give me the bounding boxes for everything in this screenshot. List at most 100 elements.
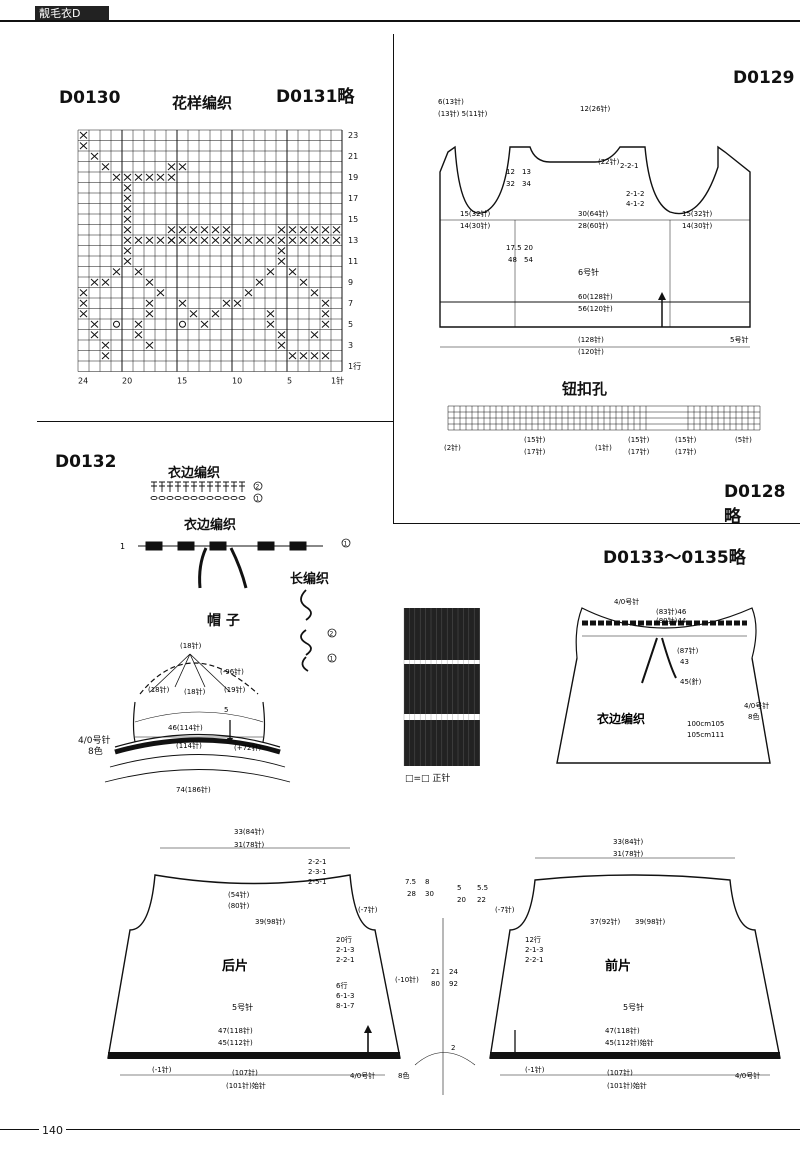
d0128-note: D0128略 bbox=[724, 482, 786, 527]
x-mark bbox=[90, 331, 99, 339]
middle-measurements: 7.5 28 8 30 5 20 5.5 22 (-10针) 21 80 24 … bbox=[395, 878, 488, 1095]
x-mark bbox=[156, 289, 165, 297]
d0129-side-c: 20 bbox=[524, 244, 533, 252]
back-stitch-row: (54针) bbox=[228, 890, 250, 899]
mid-d: 30 bbox=[425, 890, 434, 898]
x-mark bbox=[266, 236, 275, 244]
yarn-over-mark bbox=[113, 320, 120, 328]
d0129-buttonhole-title: 钮扣孔 bbox=[562, 380, 608, 398]
d0129-front-left: 15(32针) bbox=[460, 209, 491, 218]
stitch-symbol bbox=[231, 481, 237, 492]
back-needle: 5号针 bbox=[232, 1002, 253, 1012]
x-mark bbox=[167, 236, 176, 244]
x-mark bbox=[211, 310, 220, 318]
mid-len-b: 80 bbox=[431, 980, 440, 988]
x-mark bbox=[189, 226, 198, 234]
front-top-b: 31(78针) bbox=[613, 849, 644, 858]
front-bottom: (107针) bbox=[607, 1068, 633, 1077]
x-mark bbox=[178, 299, 187, 307]
x-mark bbox=[299, 226, 308, 234]
x-mark bbox=[145, 310, 154, 318]
mid-a: 7.5 bbox=[405, 878, 416, 886]
chain-symbol bbox=[214, 495, 222, 501]
x-mark bbox=[134, 236, 143, 244]
front-panel-diagram: 33(84针) 31(78针) 37(92针) 39(98针) 12行 2-1-… bbox=[489, 837, 781, 1090]
d0129-shoulder-left-b: (13针) 5(11针) bbox=[438, 109, 488, 118]
x-mark bbox=[266, 320, 275, 328]
d0129-needle-body: 6号针 bbox=[578, 267, 599, 277]
hat-center: (18针) bbox=[184, 687, 206, 696]
d0129-neck: 12(26针) bbox=[580, 104, 611, 113]
row-label: 7 bbox=[348, 299, 353, 308]
x-mark bbox=[211, 226, 220, 234]
back-hem: 47(118针) bbox=[218, 1026, 253, 1035]
x-mark bbox=[244, 236, 253, 244]
d0129-dec-3: 4-1-2 bbox=[626, 200, 644, 208]
x-mark bbox=[200, 226, 209, 234]
d0129-bottom-b: (120针) bbox=[578, 347, 604, 356]
x-mark bbox=[134, 268, 143, 276]
mid-len-d: 92 bbox=[449, 980, 458, 988]
stitch-symbol bbox=[159, 481, 165, 492]
d0133-needle: 4/0号针 bbox=[614, 597, 639, 606]
d0133-row-b: 43 bbox=[680, 658, 689, 666]
stitch-block bbox=[289, 541, 307, 551]
d0133-side: 45(針) bbox=[680, 677, 702, 686]
x-mark bbox=[288, 226, 297, 234]
x-mark bbox=[101, 352, 110, 360]
horizontal-divider-left bbox=[37, 421, 394, 422]
x-mark bbox=[90, 152, 99, 160]
chain-symbol bbox=[206, 495, 214, 501]
back-minus-left: (-1针) bbox=[152, 1065, 172, 1074]
x-mark bbox=[145, 278, 154, 286]
stitch-block bbox=[209, 541, 227, 551]
d0129-front-right: 15(32针) bbox=[682, 209, 713, 218]
x-mark bbox=[288, 352, 297, 360]
chain-symbol bbox=[174, 495, 182, 501]
stitch-block bbox=[145, 541, 163, 551]
x-mark bbox=[156, 173, 165, 181]
front-minus-right: (-7针) bbox=[495, 905, 515, 914]
back-side-f: 8-1-7 bbox=[336, 1002, 354, 1010]
mid-c: 8 bbox=[425, 878, 429, 886]
d0129-bottom: (128针) bbox=[578, 335, 604, 344]
d0133-hook: 4/0号针 bbox=[744, 701, 769, 710]
x-mark bbox=[112, 173, 121, 181]
x-mark bbox=[178, 163, 187, 171]
front-dec-c: 2-2-1 bbox=[525, 956, 543, 964]
x-mark bbox=[310, 352, 319, 360]
hat-right: (19针) bbox=[224, 685, 246, 694]
d0129-arm-d: 34 bbox=[522, 180, 531, 188]
d0133-top: (83针)46 bbox=[656, 607, 687, 616]
yarn-over-mark bbox=[179, 320, 186, 328]
d0129-dec-1: 2-2-1 bbox=[620, 162, 638, 170]
stitch-symbol bbox=[223, 481, 229, 492]
x-mark bbox=[167, 173, 176, 181]
d0133-top-b: (80针)44 bbox=[656, 616, 687, 625]
chain-symbol bbox=[150, 495, 158, 501]
x-mark bbox=[321, 299, 330, 307]
x-mark bbox=[277, 341, 286, 349]
d0130-id: D0130 bbox=[59, 88, 121, 108]
row-label: 21 bbox=[348, 152, 358, 161]
x-mark bbox=[310, 331, 319, 339]
front-top: 33(84针) bbox=[613, 837, 644, 846]
footer-rule bbox=[0, 1129, 800, 1130]
x-mark bbox=[112, 268, 121, 276]
front-hem: 47(118针) bbox=[605, 1026, 640, 1035]
d0129-hem: 60(128针) bbox=[578, 292, 613, 301]
d0133-color: 8色 bbox=[748, 712, 759, 721]
back-side-b: 2-1-3 bbox=[336, 946, 354, 954]
back-title: 后片 bbox=[222, 958, 248, 974]
back-color: 8色 bbox=[398, 1071, 409, 1080]
x-mark bbox=[101, 341, 110, 349]
x-mark bbox=[145, 236, 154, 244]
x-mark bbox=[134, 173, 143, 181]
back-dec-c: 2-5-1 bbox=[308, 878, 326, 886]
row-label: 11 bbox=[348, 257, 358, 266]
x-mark bbox=[288, 268, 297, 276]
bh-2: (15针) bbox=[524, 435, 546, 444]
x-mark bbox=[255, 278, 264, 286]
x-mark bbox=[277, 247, 286, 255]
back-bottom-b: (101针)始针 bbox=[226, 1081, 266, 1090]
